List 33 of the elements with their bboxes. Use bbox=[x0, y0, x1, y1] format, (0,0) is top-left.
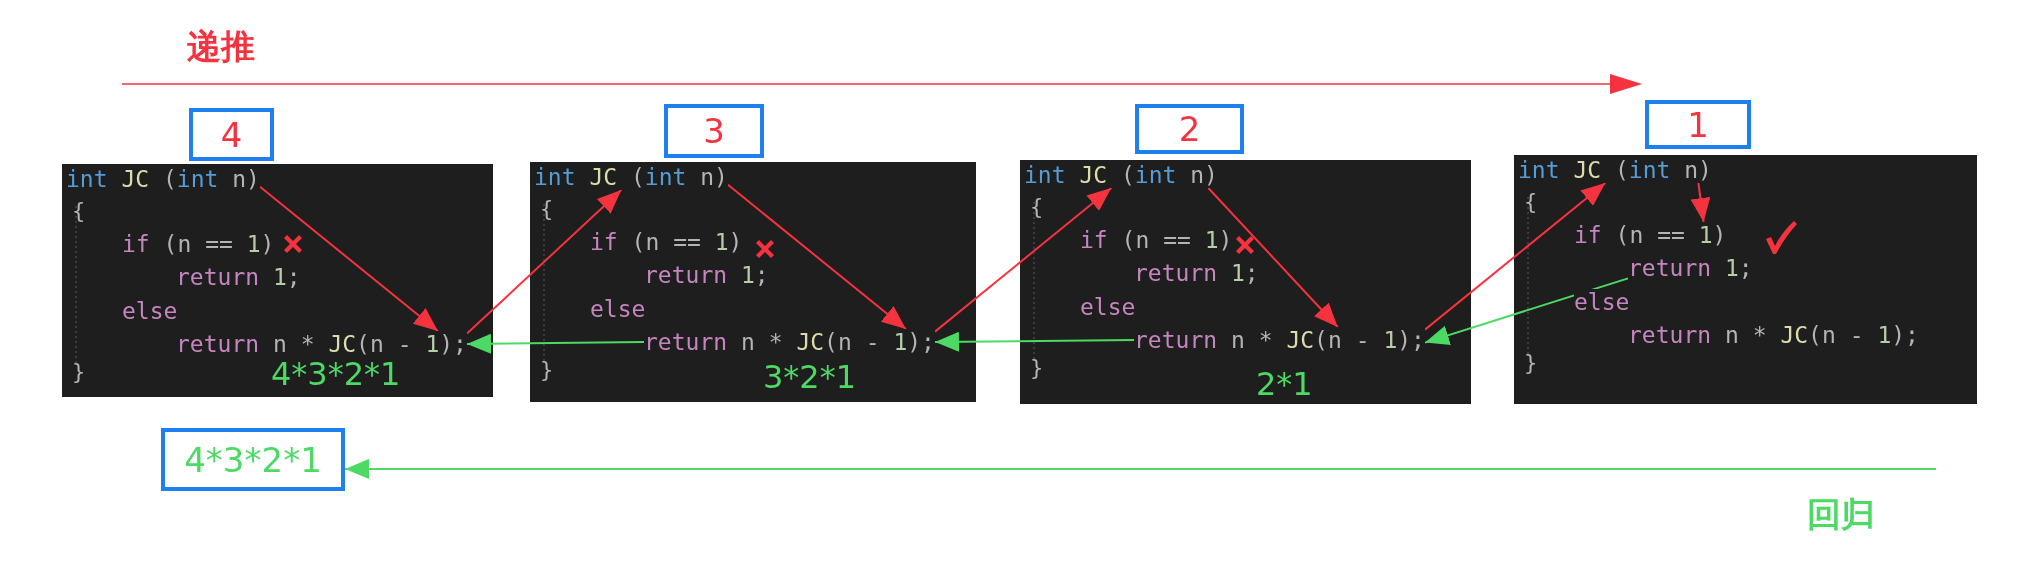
arrow bbox=[727, 183, 907, 330]
arrow bbox=[934, 187, 1113, 333]
heading-text: 递推 bbox=[187, 26, 255, 66]
brace: } bbox=[72, 359, 86, 385]
arrow bbox=[1424, 182, 1607, 331]
brace: { bbox=[72, 198, 86, 224]
number-box: 3 bbox=[664, 104, 764, 158]
annotation-text: 2*1 bbox=[1256, 366, 1313, 402]
arrow bbox=[1424, 277, 1629, 345]
code-panel bbox=[62, 164, 493, 397]
brace: { bbox=[1030, 194, 1044, 220]
arrow bbox=[934, 331, 1135, 352]
code-panel bbox=[1514, 155, 1977, 404]
arrow bbox=[259, 185, 439, 332]
brace: } bbox=[540, 357, 554, 383]
brace: { bbox=[1524, 189, 1538, 215]
arrow bbox=[1690, 182, 1711, 223]
result-box: 4*3*2*1 bbox=[161, 428, 345, 491]
brace: { bbox=[540, 196, 554, 222]
code-panel bbox=[1020, 160, 1471, 404]
brace: } bbox=[1524, 350, 1538, 376]
number-box: 2 bbox=[1135, 104, 1244, 154]
arrow bbox=[1207, 187, 1339, 328]
annotation-text: 4*3*2*1 bbox=[271, 356, 401, 392]
brace: } bbox=[1030, 355, 1044, 381]
annotation-text: 3*2*1 bbox=[763, 359, 857, 395]
arrow bbox=[466, 189, 623, 335]
number-box: 1 bbox=[1645, 100, 1751, 149]
heading-text: 回归 bbox=[1807, 494, 1875, 534]
code-panel bbox=[530, 162, 976, 402]
number-box: 4 bbox=[189, 108, 274, 161]
arrow bbox=[344, 458, 1937, 479]
arrow bbox=[466, 333, 645, 354]
